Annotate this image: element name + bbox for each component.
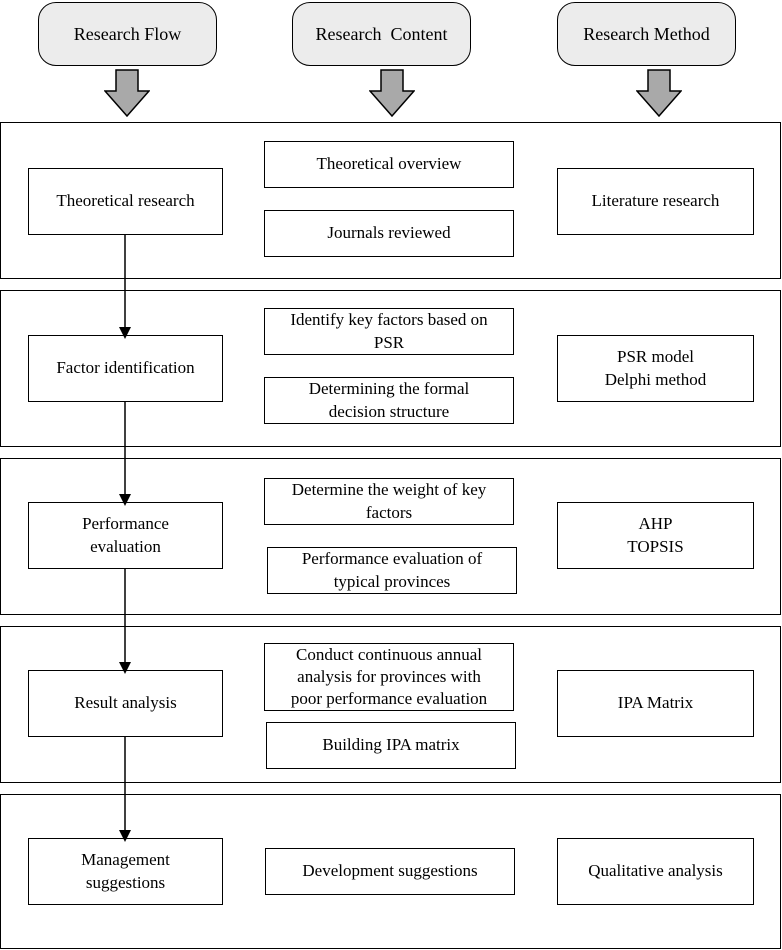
flow-box-result-analysis: Result analysis <box>28 670 223 737</box>
header-research-flow: Research Flow <box>38 2 217 66</box>
flow-box-performance-evaluation: Performance evaluation <box>28 502 223 569</box>
flow-box-theoretical-research: Theoretical research <box>28 168 223 235</box>
header-research-method: Research Method <box>557 2 736 66</box>
down-arrow-icon <box>104 69 150 117</box>
method-box-ipa-matrix: IPA Matrix <box>557 670 754 737</box>
method-box-literature-research: Literature research <box>557 168 754 235</box>
content-box-theoretical-overview: Theoretical overview <box>264 141 514 188</box>
flow-box-factor-identification: Factor identification <box>28 335 223 402</box>
content-box-typical-provinces: Performance evaluation of typical provin… <box>267 547 517 594</box>
content-box-annual-analysis: Conduct continuous annual analysis for p… <box>264 643 514 711</box>
content-box-decision-structure: Determining the formal decision structur… <box>264 377 514 424</box>
down-arrow-icon <box>636 69 682 117</box>
content-box-determine-weight: Determine the weight of key factors <box>264 478 514 525</box>
flow-box-management-suggestions: Management suggestions <box>28 838 223 905</box>
content-box-identify-key-factors: Identify key factors based on PSR <box>264 308 514 355</box>
method-box-qualitative-analysis: Qualitative analysis <box>557 838 754 905</box>
content-box-development-suggestions: Development suggestions <box>265 848 515 895</box>
header-research-content: Research Content <box>292 2 471 66</box>
method-box-psr-delphi: PSR model Delphi method <box>557 335 754 402</box>
method-box-ahp-topsis: AHP TOPSIS <box>557 502 754 569</box>
down-arrow-icon <box>369 69 415 117</box>
content-box-journals-reviewed: Journals reviewed <box>264 210 514 257</box>
content-box-building-ipa-matrix: Building IPA matrix <box>266 722 516 769</box>
